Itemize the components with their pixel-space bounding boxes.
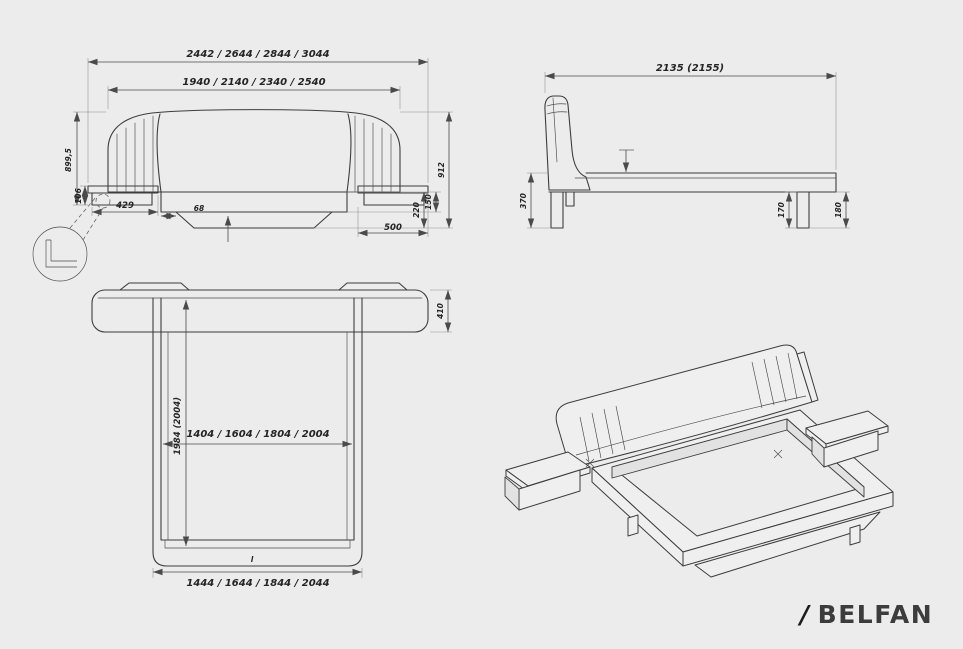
side-rail-height-dim: 370 <box>519 193 528 209</box>
front-height-right-dim: 912 <box>437 162 446 178</box>
front-height-dim: 899,5 <box>64 148 73 172</box>
side-leg-height-dim: 170 <box>777 202 786 218</box>
iso-foot-wedge <box>694 511 881 578</box>
top-view: 410 1984 (2004) 1404 / 1604 / 1804 / 200… <box>91 282 452 589</box>
front-base-height-dim: 220 <box>412 202 421 218</box>
brand-slash: / <box>800 600 811 629</box>
side-view: 2135 (2155) 370 170 180 <box>519 63 850 229</box>
side-extension-lines <box>527 72 850 229</box>
iso-nightstand-left <box>504 451 591 511</box>
side-dimension-lines <box>527 72 850 228</box>
front-nightstand-width-right-dim: 500 <box>384 223 402 233</box>
iso-nightstand-right <box>805 410 889 468</box>
detail-circle <box>32 226 88 282</box>
front-overall-width-dim: 2442 / 2644 / 2844 / 3044 <box>186 49 329 60</box>
front-nightstand-height-dim: 106 <box>74 188 83 204</box>
side-bed-outline <box>544 95 837 229</box>
front-rail-height-dim: 150 <box>424 194 433 210</box>
iso-headboard <box>555 344 813 469</box>
top-headboard-depth-dim: 410 <box>436 303 445 319</box>
iso-leg-left <box>627 514 639 537</box>
brand-name: BELFAN <box>817 600 934 629</box>
front-dimension-lines <box>73 58 453 242</box>
top-inner-width-dim: 1404 / 1604 / 1804 / 2004 <box>186 429 329 440</box>
top-dimension-lines <box>153 290 452 576</box>
front-inset-dim: 68 <box>194 204 204 213</box>
iso-connector-marks <box>585 449 783 468</box>
brand-logo: /BELFAN <box>800 600 933 629</box>
front-view: 2442 / 2644 / 2844 / 3044 1940 / 2140 / … <box>64 49 453 242</box>
front-nightstand-width-dim: 429 <box>115 201 134 211</box>
side-length-dim: 2135 (2155) <box>656 63 724 74</box>
top-mark: l <box>251 555 254 564</box>
top-bed-outline <box>91 282 429 567</box>
detail-callout <box>32 193 111 282</box>
isometric-view <box>504 344 894 578</box>
iso-leg-right <box>849 524 861 546</box>
front-bed-outline <box>87 109 429 229</box>
front-headboard-width-dim: 1940 / 2140 / 2340 / 2540 <box>182 77 325 88</box>
top-inner-length-dim: 1984 (2004) <box>173 397 183 455</box>
top-outer-width-dim: 1444 / 1644 / 1844 / 2044 <box>186 578 329 589</box>
side-foot-height-dim: 180 <box>834 202 843 218</box>
